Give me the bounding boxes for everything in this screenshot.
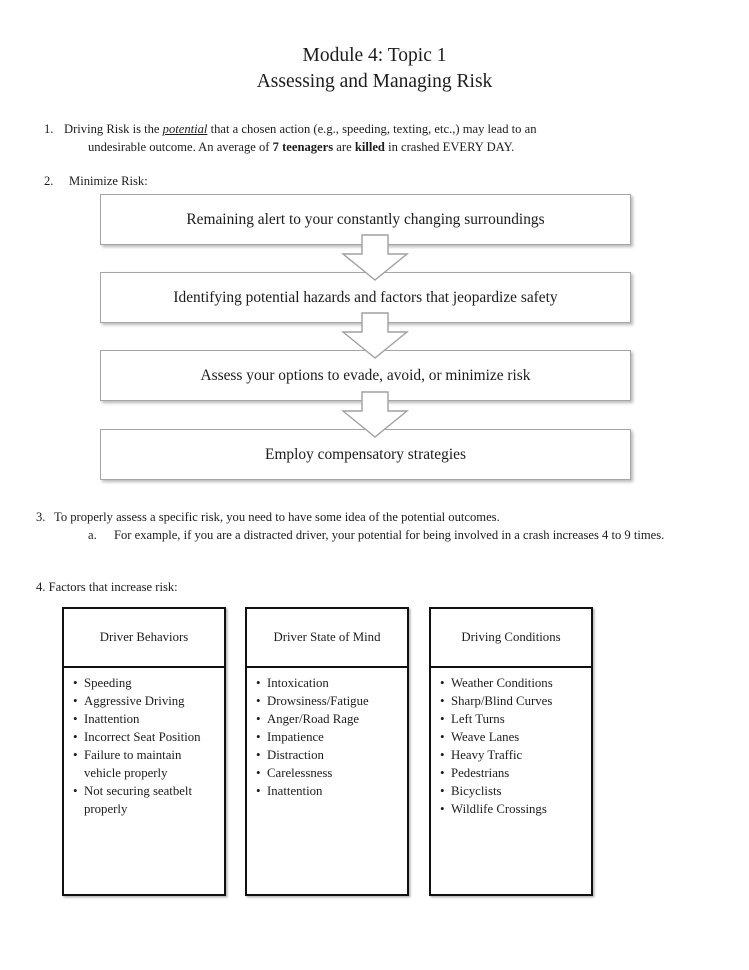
flowchart-step-4-label: Employ compensatory strategies (265, 445, 466, 463)
page-title: Module 4: Topic 1 Assessing and Managing… (0, 43, 749, 95)
list-item-3: 3. To properly assess a specific risk, y… (36, 508, 706, 544)
list-item-1-line2-part2: are (333, 140, 355, 154)
down-block-arrow-icon (341, 234, 409, 282)
list-item-2-text: Minimize Risk: (69, 174, 148, 188)
table-item-list: Speeding Aggressive Driving Inattention … (70, 674, 220, 818)
list-item-3-number: 3. (36, 510, 46, 524)
title-line-2: Assessing and Managing Risk (256, 71, 493, 92)
list-item-4-text: 4. Factors that increase risk: (36, 580, 178, 594)
list-item-3a-letter: a. (88, 528, 97, 542)
list-item: Anger/Road Rage (256, 710, 403, 728)
list-item: Wildlife Crossings (440, 800, 587, 818)
list-item-2-number: 2. (44, 174, 54, 188)
factors-table-driving-conditions: Driving Conditions Weather Conditions Sh… (429, 607, 593, 896)
list-item: Bicyclists (440, 782, 587, 800)
list-item: Pedestrians (440, 764, 587, 782)
list-item-1-line1-part1: Driving Risk is the (64, 122, 163, 136)
table-item-list: Intoxication Drowsiness/Fatigue Anger/Ro… (253, 674, 403, 800)
table-header-label: Driver State of Mind (273, 630, 381, 644)
list-item: Intoxication (256, 674, 403, 692)
list-item-3-text: To properly assess a specific risk, you … (54, 510, 500, 524)
down-block-arrow-icon (341, 312, 409, 360)
list-item-1-line2-part3: in crashed EVERY DAY. (384, 140, 515, 154)
list-item: Weave Lanes (440, 728, 587, 746)
down-block-arrow-icon (341, 391, 409, 439)
flowchart-step-1-label: Remaining alert to your constantly chang… (186, 210, 545, 228)
list-item: Not securing seatbelt properly (73, 782, 220, 818)
list-item: Failure to maintain vehicle properly (73, 746, 220, 782)
table-header-cell: Driver State of Mind (245, 607, 409, 668)
table-header-cell: Driver Behaviors (62, 607, 226, 668)
list-item: Left Turns (440, 710, 587, 728)
list-item: Sharp/Blind Curves (440, 692, 587, 710)
list-item-1-number: 1. (44, 122, 54, 136)
list-item-4: 4. Factors that increase risk: (36, 578, 436, 596)
list-item: Weather Conditions (440, 674, 587, 692)
list-item-2: 2. Minimize Risk: (44, 172, 344, 190)
list-item: Carelessness (256, 764, 403, 782)
list-item: Aggressive Driving (73, 692, 220, 710)
factors-table-driver-behaviors: Driver Behaviors Speeding Aggressive Dri… (62, 607, 226, 896)
list-item-1: 1. Driving Risk is the potential that a … (44, 120, 664, 156)
flowchart-step-4: Employ compensatory strategies (100, 429, 631, 480)
list-item: Drowsiness/Fatigue (256, 692, 403, 710)
flowchart-step-2-label: Identifying potential hazards and factor… (173, 288, 558, 306)
table-body-cell: Weather Conditions Sharp/Blind Curves Le… (429, 668, 593, 896)
flowchart-step-3-label: Assess your options to evade, avoid, or … (200, 366, 531, 384)
list-item: Impatience (256, 728, 403, 746)
table-header-label: Driving Conditions (461, 630, 561, 644)
list-item-1-bold-killed: killed (354, 140, 385, 154)
list-item: Incorrect Seat Position (73, 728, 220, 746)
title-line-1: Module 4: Topic 1 (302, 45, 447, 66)
list-item: Inattention (256, 782, 403, 800)
list-item-1-bold-teenagers: 7 teenagers (272, 140, 334, 154)
list-item-3a-text: For example, if you are a distracted dri… (114, 528, 665, 542)
list-item: Heavy Traffic (440, 746, 587, 764)
list-item: Speeding (73, 674, 220, 692)
table-header-label: Driver Behaviors (99, 630, 189, 644)
list-item: Distraction (256, 746, 403, 764)
list-item: Inattention (73, 710, 220, 728)
table-header-cell: Driving Conditions (429, 607, 593, 668)
list-item-1-line2-part1: undesirable outcome. An average of (88, 140, 273, 154)
table-body-cell: Speeding Aggressive Driving Inattention … (62, 668, 226, 896)
factors-table-driver-state-of-mind: Driver State of Mind Intoxication Drowsi… (245, 607, 409, 896)
list-item-3a: a. For example, if you are a distracted … (36, 526, 706, 544)
table-item-list: Weather Conditions Sharp/Blind Curves Le… (437, 674, 587, 818)
list-item-1-emphasis: potential (162, 122, 208, 136)
table-body-cell: Intoxication Drowsiness/Fatigue Anger/Ro… (245, 668, 409, 896)
list-item-1-line1-part2: that a chosen action (e.g., speeding, te… (207, 122, 537, 136)
